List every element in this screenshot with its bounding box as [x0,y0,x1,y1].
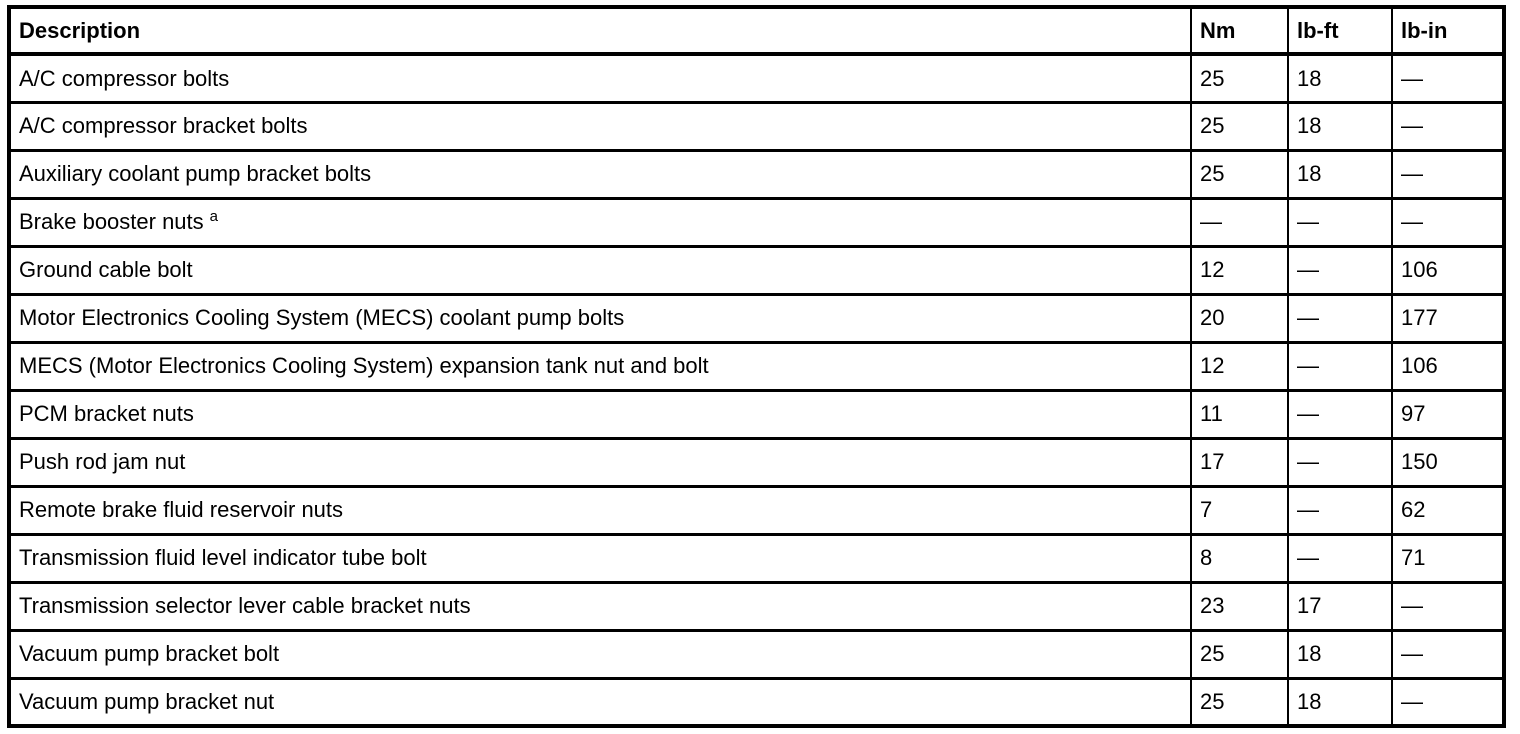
description-cell: Remote brake fluid reservoir nuts [8,484,1192,536]
description-text: Ground cable bolt [19,257,193,283]
lbft-cell: 18 [1287,676,1393,728]
lbin-cell: 97 [1391,388,1505,440]
lbft-cell: — [1287,388,1393,440]
description-text: Push rod jam nut [19,449,186,475]
nm-cell: 25 [1190,52,1289,104]
nm-cell: 17 [1190,436,1289,488]
description-cell: Ground cable bolt [8,244,1192,296]
lbin-cell: — [1391,100,1505,152]
lbft-cell: — [1287,196,1393,248]
nm-cell: 25 [1190,100,1289,152]
lbin-cell: 71 [1391,532,1505,584]
nm-cell: 25 [1190,628,1289,680]
description-cell: Motor Electronics Cooling System (MECS) … [8,292,1192,344]
lbin-cell: — [1391,148,1505,200]
lbft-cell: 18 [1287,148,1393,200]
lbin-cell: 106 [1391,244,1505,296]
col-header-nm: Nm [1190,5,1289,56]
description-text: MECS (Motor Electronics Cooling System) … [19,353,709,379]
nm-cell: 25 [1190,148,1289,200]
description-cell: Transmission fluid level indicator tube … [8,532,1192,584]
table-row: Push rod jam nut 17—150 [8,436,1505,488]
lbft-cell: — [1287,244,1393,296]
lbin-cell: — [1391,52,1505,104]
description-cell: A/C compressor bolts [8,52,1192,104]
col-header-lbft: lb-ft [1287,5,1393,56]
nm-cell: — [1190,196,1289,248]
nm-cell: 25 [1190,676,1289,728]
description-text: Motor Electronics Cooling System (MECS) … [19,305,625,331]
description-text: Remote brake fluid reservoir nuts [19,497,344,523]
lbin-cell: — [1391,580,1505,632]
torque-spec-table: Description Nm lb-ft lb-in A/C compresso… [7,5,1506,728]
nm-cell: 12 [1190,340,1289,392]
table-row: PCM bracket nuts 11—97 [8,388,1505,440]
lbin-cell: — [1391,196,1505,248]
table-row: Remote brake fluid reservoir nuts 7—62 [8,484,1505,536]
description-text: Vacuum pump bracket bolt [19,641,280,667]
nm-cell: 12 [1190,244,1289,296]
table-row: Motor Electronics Cooling System (MECS) … [8,292,1505,344]
description-cell: Brake booster nuts a [8,196,1192,248]
lbin-cell: 150 [1391,436,1505,488]
lbft-cell: 17 [1287,580,1393,632]
description-text: Brake booster nuts [19,209,204,235]
description-cell: Vacuum pump bracket bolt [8,628,1192,680]
table-row: MECS (Motor Electronics Cooling System) … [8,340,1505,392]
lbin-cell: — [1391,628,1505,680]
nm-cell: 20 [1190,292,1289,344]
table-row: Transmission selector lever cable bracke… [8,580,1505,632]
lbft-cell: — [1287,484,1393,536]
description-cell: Transmission selector lever cable bracke… [8,580,1192,632]
table-row: Transmission fluid level indicator tube … [8,532,1505,584]
col-header-description: Description [8,5,1192,56]
description-cell: PCM bracket nuts [8,388,1192,440]
description-text: Transmission fluid level indicator tube … [19,545,427,571]
lbft-cell: 18 [1287,100,1393,152]
lbft-cell: 18 [1287,52,1393,104]
lbin-cell: 106 [1391,340,1505,392]
description-cell: Auxiliary coolant pump bracket bolts [8,148,1192,200]
description-text: PCM bracket nuts [19,401,194,427]
col-header-lbin: lb-in [1391,5,1505,56]
description-text: Vacuum pump bracket nut [19,689,275,715]
lbft-cell: — [1287,340,1393,392]
description-text: A/C compressor bolts [19,65,230,91]
nm-cell: 7 [1190,484,1289,536]
nm-cell: 8 [1190,532,1289,584]
description-cell: Push rod jam nut [8,436,1192,488]
lbin-cell: — [1391,676,1505,728]
nm-cell: 23 [1190,580,1289,632]
description-text: A/C compressor bracket bolts [19,113,308,139]
table-row: Ground cable bolt 12—106 [8,244,1505,296]
lbft-cell: — [1287,532,1393,584]
lbin-cell: 177 [1391,292,1505,344]
description-cell: MECS (Motor Electronics Cooling System) … [8,340,1192,392]
description-cell: Vacuum pump bracket nut [8,676,1192,728]
footnote-marker: a [209,208,219,226]
description-text: Transmission selector lever cable bracke… [19,593,471,619]
lbft-cell: — [1287,292,1393,344]
nm-cell: 11 [1190,388,1289,440]
description-cell: A/C compressor bracket bolts [8,100,1192,152]
description-text: Auxiliary coolant pump bracket bolts [19,161,372,187]
lbft-cell: 18 [1287,628,1393,680]
table-header-row: Description Nm lb-ft lb-in [8,5,1505,56]
lbin-cell: 62 [1391,484,1505,536]
lbft-cell: — [1287,436,1393,488]
